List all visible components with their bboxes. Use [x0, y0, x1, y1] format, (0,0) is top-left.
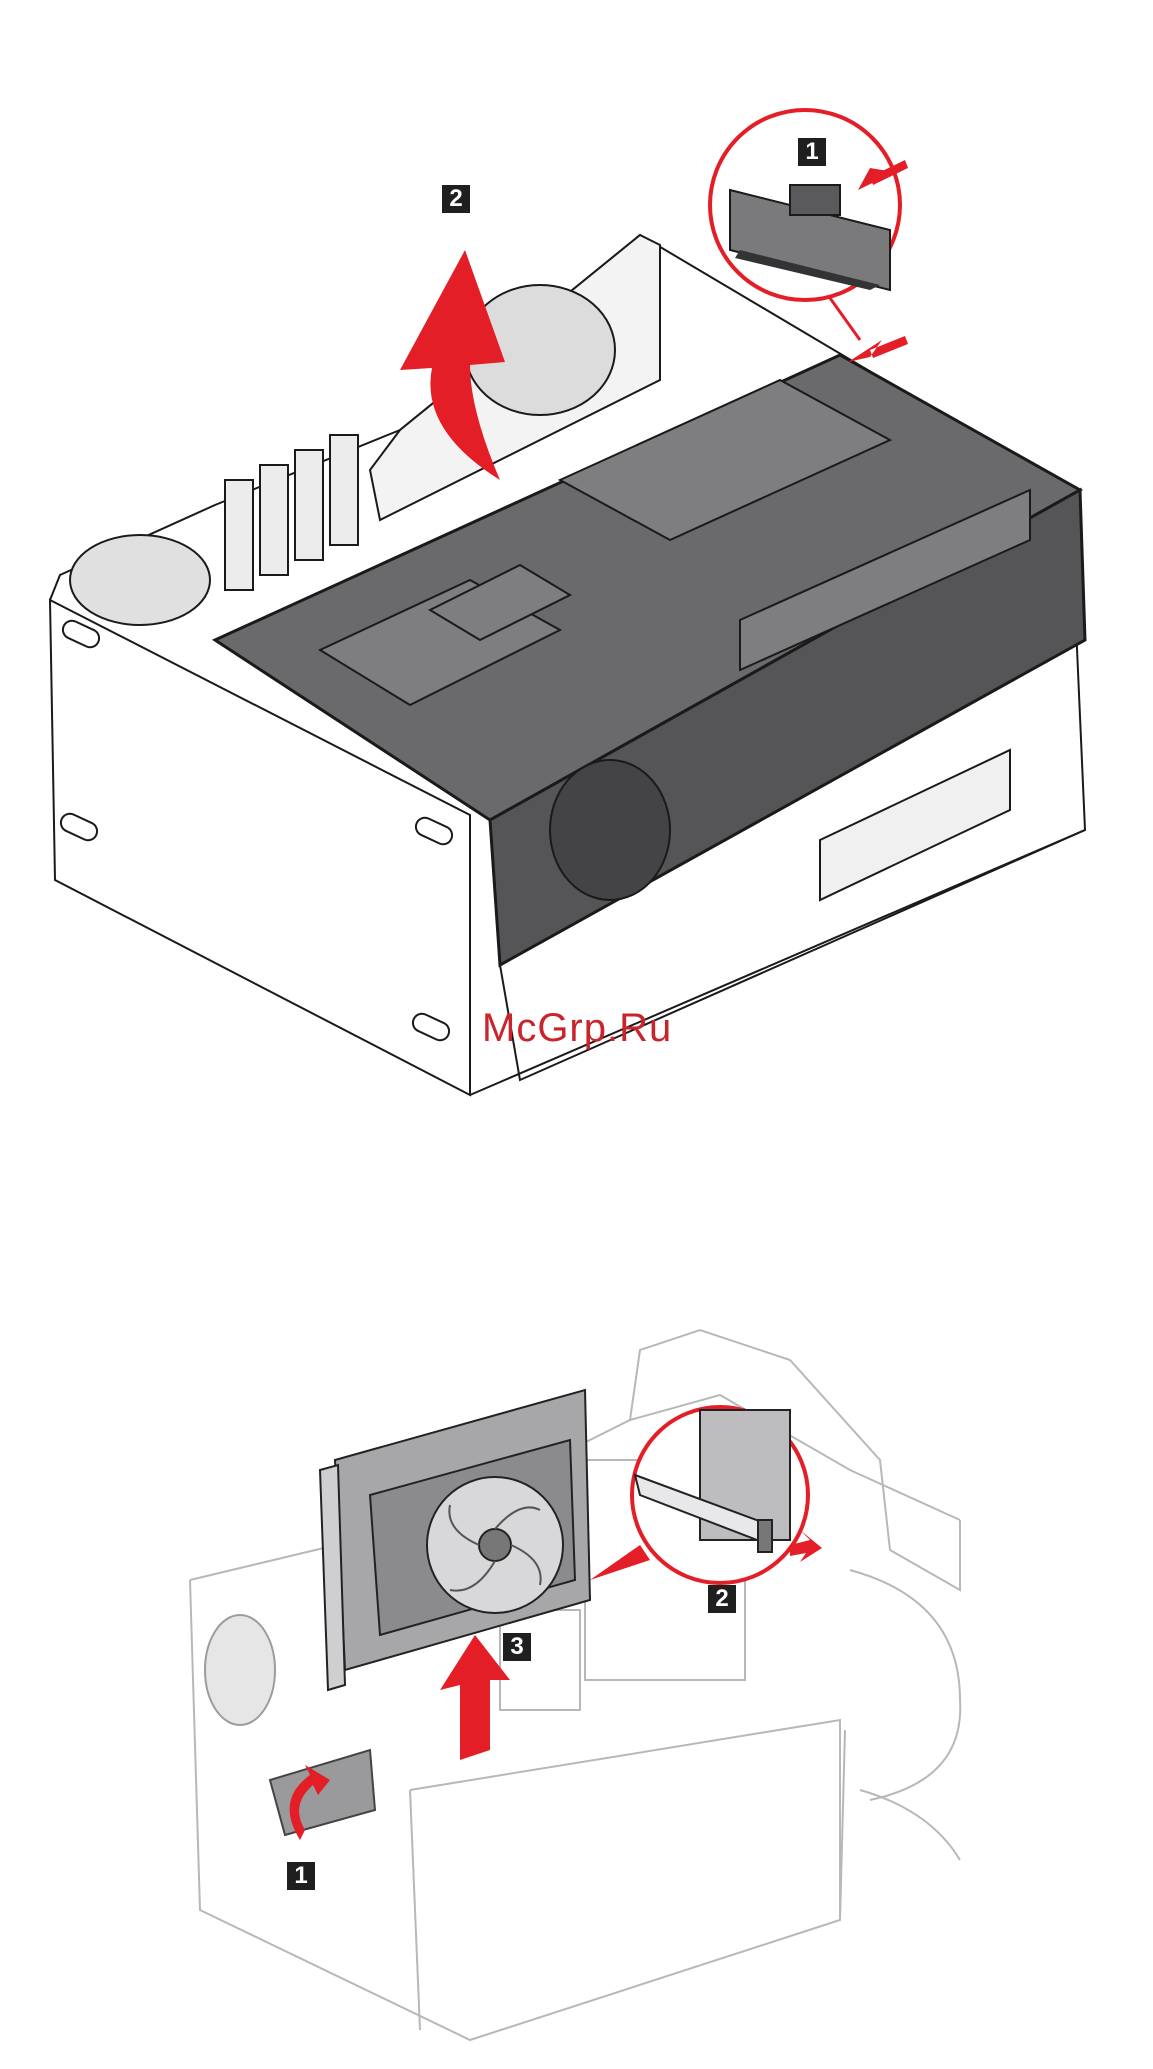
front-fan-grill	[550, 760, 670, 900]
graphics-card-fan-hub	[479, 1529, 511, 1561]
step-badge-2: 2	[442, 185, 470, 213]
step-badge-2: 2	[708, 1585, 736, 1613]
press-latch-arrow	[848, 336, 908, 362]
callout-leader-wedge	[590, 1545, 650, 1580]
side-fan-grill	[70, 535, 210, 625]
expansion-slot-bracket	[270, 1750, 375, 1835]
figure-remove-drive-bay	[50, 110, 1085, 1095]
step-badge-1: 1	[798, 138, 826, 166]
watermark-text: McGrp.Ru	[482, 1006, 672, 1051]
rear-fan-outline	[205, 1615, 275, 1725]
figure-remove-graphics-card	[190, 1330, 960, 2040]
step-badge-1: 1	[287, 1862, 315, 1890]
pci-slot-covers	[225, 435, 358, 590]
step-badge-3: 3	[503, 1633, 531, 1661]
callout-leader-line	[830, 298, 860, 340]
